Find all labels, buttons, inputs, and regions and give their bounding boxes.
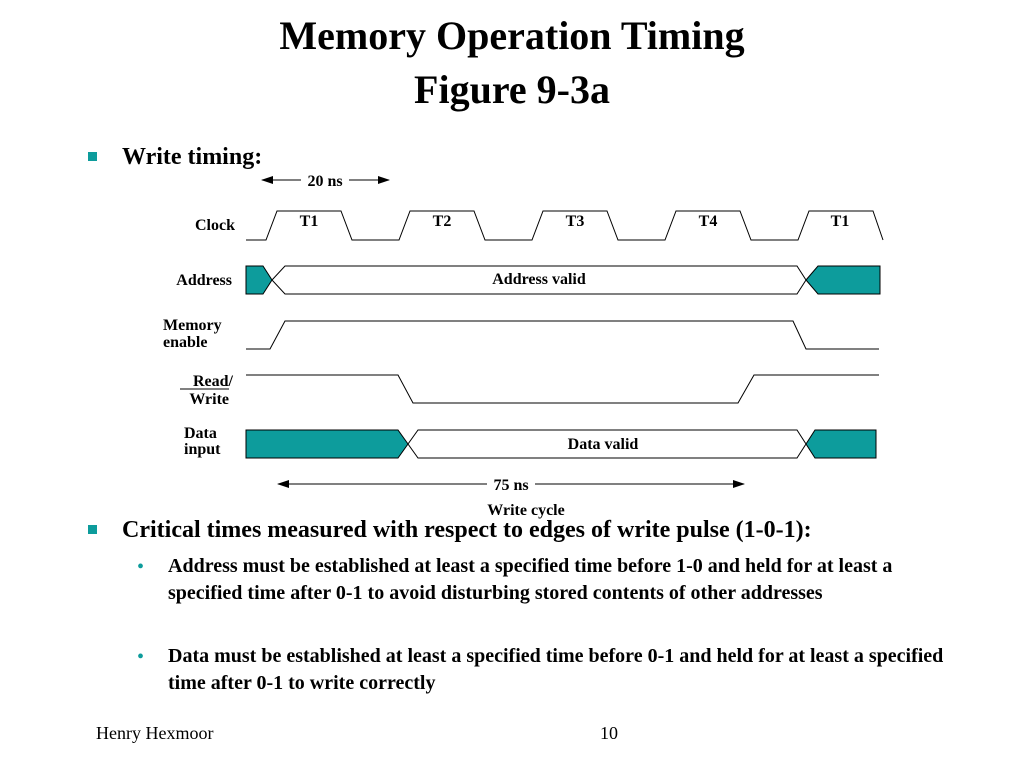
data-input-label-1: Data bbox=[184, 425, 217, 442]
square-bullet-icon bbox=[88, 525, 97, 534]
data-invalid-region-right bbox=[805, 429, 877, 459]
slide-subtitle: Figure 9-3a bbox=[414, 67, 610, 112]
read-write-label-1: Read/ bbox=[193, 373, 234, 390]
clock-label: Clock bbox=[195, 217, 235, 234]
sub-bullet-data: Data must be established at least a spec… bbox=[168, 645, 944, 694]
address-invalid-region-left bbox=[245, 265, 273, 295]
memory-enable-label-2: enable bbox=[163, 334, 207, 351]
footer-author: Henry Hexmoor bbox=[96, 723, 214, 743]
address-invalid-region-right bbox=[805, 265, 881, 295]
data-invalid-region-left bbox=[245, 429, 409, 459]
address-label: Address bbox=[176, 272, 232, 289]
square-bullet-icon bbox=[88, 152, 97, 161]
clock-cycle-label: T2 bbox=[433, 213, 452, 230]
clock-cycle-label: T1 bbox=[831, 213, 850, 230]
bullet-write-timing: Write timing: bbox=[122, 144, 263, 170]
sub-bullet-address: Address must be established at least a s… bbox=[168, 555, 893, 604]
dot-bullet-icon: • bbox=[137, 556, 145, 578]
clock-waveform bbox=[246, 210, 884, 241]
bullet-critical-times: Critical times measured with respect to … bbox=[122, 517, 812, 543]
address-valid-label: Address valid bbox=[492, 271, 586, 288]
page-number: 10 bbox=[600, 723, 618, 743]
dot-bullet-icon: • bbox=[137, 646, 145, 668]
clock-cycle-label: T4 bbox=[699, 213, 718, 230]
read-write-label-2: Write bbox=[189, 391, 229, 408]
data-valid-label: Data valid bbox=[568, 436, 639, 453]
clock-cycle-label: T1 bbox=[300, 213, 319, 230]
cycle-caption: Write cycle bbox=[487, 502, 564, 519]
period-label: 20 ns bbox=[307, 173, 342, 190]
data-input-label-2: input bbox=[184, 441, 221, 458]
cycle-duration-label: 75 ns bbox=[493, 477, 528, 494]
slide-title: Memory Operation Timing bbox=[279, 13, 745, 58]
memory-enable-label-1: Memory bbox=[163, 317, 222, 334]
clock-cycle-label: T3 bbox=[566, 213, 585, 230]
memory-enable-waveform bbox=[246, 320, 879, 350]
read-write-waveform bbox=[246, 374, 879, 404]
